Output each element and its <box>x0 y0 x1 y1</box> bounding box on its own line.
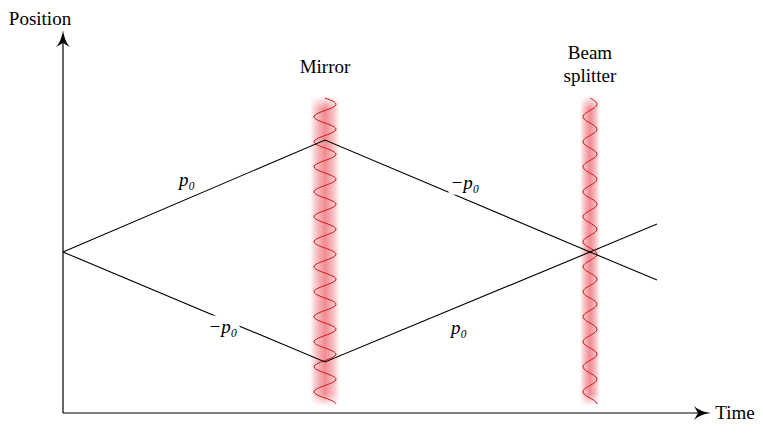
axes <box>63 38 704 413</box>
axis-arrowhead <box>56 30 70 47</box>
beam-label: Mirror <box>300 56 351 79</box>
mirror-beam <box>310 96 340 406</box>
beam-label: Beam splitter <box>557 42 623 88</box>
momentum-label: p₀ <box>177 169 197 192</box>
axis-label: Position <box>9 8 71 31</box>
wave-line <box>583 98 597 404</box>
momentum-label: −p₀ <box>449 172 482 195</box>
momentum-label: −p₀ <box>207 316 240 339</box>
laser-beams <box>310 96 600 406</box>
lower-path <box>63 224 657 362</box>
splitter-beam <box>580 96 600 406</box>
momentum-label: p₀ <box>449 317 469 340</box>
beam-waves <box>314 98 597 404</box>
trajectories <box>63 140 657 362</box>
position-axis <box>62 38 63 413</box>
upper-path <box>63 140 657 280</box>
wave-line <box>314 98 336 404</box>
axis-arrowhead <box>694 406 711 420</box>
axis-label: Time <box>715 402 754 425</box>
time-axis <box>63 412 704 413</box>
